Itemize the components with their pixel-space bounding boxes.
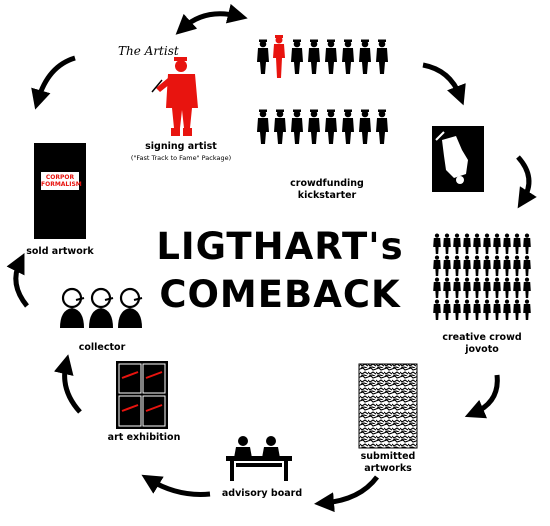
person-icon <box>443 255 451 276</box>
sold-artwork-poster <box>34 143 86 239</box>
person-icon <box>473 277 481 298</box>
person-icon <box>453 299 461 320</box>
person-icon <box>483 233 491 254</box>
person-icon <box>483 299 491 320</box>
cycle-arrow-icon <box>422 62 466 106</box>
diagram-title-line2: COMEBACK <box>159 273 401 316</box>
person-icon <box>523 277 531 298</box>
creative-crowd-label: creative crowd <box>442 332 522 343</box>
diagram-title-line1: LIGTHART's <box>156 225 404 268</box>
signing-artist-sublabel: ("Fast Track to Fame" Package) <box>130 154 232 162</box>
sold-artwork-label: sold artwork <box>26 246 94 257</box>
person-icon <box>463 299 471 320</box>
creative-crowd-sublabel: jovoto <box>465 344 499 355</box>
person-icon <box>523 299 531 320</box>
person-icon <box>483 255 491 276</box>
person-icon <box>453 233 461 254</box>
creative-crowd <box>433 233 531 320</box>
person-icon <box>503 233 511 254</box>
person-icon <box>443 233 451 254</box>
person-icon <box>513 299 521 320</box>
person-icon <box>513 277 521 298</box>
person-icon <box>463 255 471 276</box>
artist-signature: The Artist <box>118 44 179 58</box>
hand-icon <box>432 126 484 192</box>
collector-label: collector <box>78 342 126 353</box>
person-icon <box>473 233 481 254</box>
cycle-arrow-icon <box>516 155 537 209</box>
cycle-arrow-icon <box>6 253 29 308</box>
person-icon <box>443 277 451 298</box>
art-exhibition-label: art exhibition <box>107 432 181 443</box>
person-icon <box>503 299 511 320</box>
person-icon <box>513 255 521 276</box>
poster-text: CORPOR FORMALISM <box>41 174 82 188</box>
cycle-arrow-icon <box>314 475 380 513</box>
advisory-board-label: advisory board <box>221 488 303 499</box>
cycle-arrow-icon <box>141 474 211 497</box>
advisory-board-table <box>226 436 292 481</box>
person-icon <box>493 277 501 298</box>
person-icon <box>453 255 461 276</box>
signing-artist-label: signing artist <box>145 141 217 152</box>
person-icon <box>473 299 481 320</box>
signing-artist-figure <box>151 57 198 136</box>
person-icon <box>453 277 461 298</box>
submitted-label: submitted <box>360 451 416 462</box>
person-icon <box>493 233 501 254</box>
cycle-arrow-icon <box>54 354 82 414</box>
person-icon <box>523 255 531 276</box>
person-icon <box>493 255 501 276</box>
person-icon <box>483 277 491 298</box>
person-icon <box>463 233 471 254</box>
art-exhibition-frames <box>116 361 168 429</box>
person-icon <box>433 233 441 254</box>
person-icon <box>493 299 501 320</box>
person-icon <box>433 255 441 276</box>
person-icon <box>443 299 451 320</box>
person-icon <box>513 233 521 254</box>
person-icon <box>503 255 511 276</box>
crowdfunding-crowd <box>257 35 388 144</box>
submitted-sublabel: artworks <box>364 463 412 474</box>
crowdfunding-sublabel: kickstarter <box>297 190 357 201</box>
person-icon <box>463 277 471 298</box>
crowdfunding-label: crowdfunding <box>290 178 364 189</box>
person-icon <box>473 255 481 276</box>
desk-icon <box>226 456 292 481</box>
person-icon <box>433 277 441 298</box>
person-icon <box>503 277 511 298</box>
person-icon <box>523 233 531 254</box>
cycle-arrow-icon <box>31 55 76 110</box>
person-icon <box>433 299 441 320</box>
collector-heads <box>60 287 143 328</box>
cycle-arrow-icon <box>464 374 500 419</box>
submitted-artworks-grid <box>358 363 418 449</box>
cycle-arrow-icon <box>175 3 248 35</box>
